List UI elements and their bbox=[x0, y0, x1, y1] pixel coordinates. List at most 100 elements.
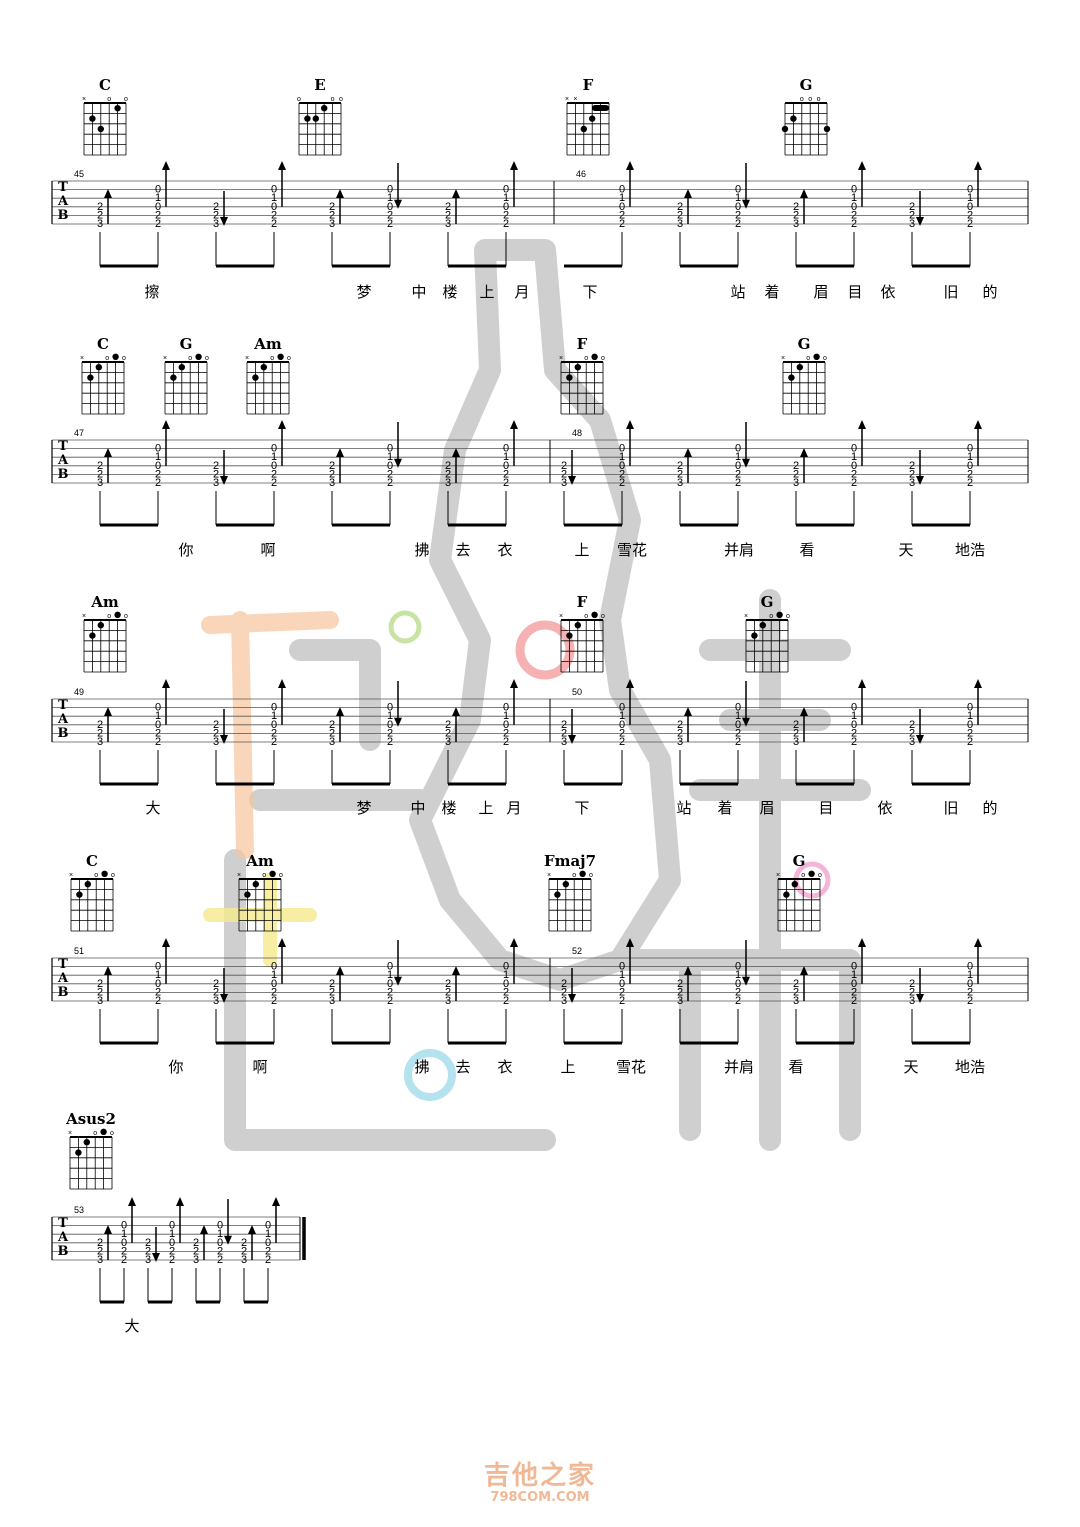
fret-number: 3 bbox=[793, 477, 799, 489]
fret-number: 2 bbox=[145, 1245, 151, 1257]
fret-number: 2 bbox=[967, 727, 973, 739]
fret-number: 0 bbox=[155, 702, 161, 714]
tab-clef-letter: A bbox=[57, 712, 69, 727]
arrowhead bbox=[272, 1197, 280, 1206]
string-marker: o bbox=[270, 355, 274, 362]
fret-number: 3 bbox=[213, 736, 219, 748]
fret-number: 2 bbox=[121, 1245, 127, 1257]
finger-dot bbox=[823, 125, 831, 133]
fret-number: 2 bbox=[561, 978, 567, 990]
finger-dot bbox=[87, 374, 94, 381]
fret-number: 2 bbox=[735, 995, 741, 1007]
fret-number: 1 bbox=[503, 192, 509, 204]
string-marker: × bbox=[69, 872, 73, 879]
chord-name-3: G bbox=[793, 852, 806, 870]
fret-number: 3 bbox=[213, 218, 219, 230]
lyric-syllable: 去 bbox=[455, 541, 470, 559]
fret-number: 0 bbox=[503, 978, 509, 990]
fret-number: 2 bbox=[155, 468, 161, 480]
fret-number: 0 bbox=[619, 443, 625, 455]
fret-number: 0 bbox=[619, 961, 625, 973]
lyric-syllable: 看 bbox=[799, 541, 814, 559]
arrowhead bbox=[684, 707, 692, 716]
fret-number: 2 bbox=[193, 1237, 199, 1249]
string-marker: o bbox=[800, 96, 804, 103]
string-marker: × bbox=[559, 613, 563, 620]
fret-number: 2 bbox=[851, 986, 857, 998]
arrowhead bbox=[510, 420, 518, 429]
fret-number: 0 bbox=[387, 460, 393, 472]
fret-number: 1 bbox=[155, 969, 161, 981]
arrowhead bbox=[800, 448, 808, 457]
fret-number: 2 bbox=[241, 1245, 247, 1257]
fret-number: 2 bbox=[387, 727, 393, 739]
fret-number: 2 bbox=[735, 218, 741, 230]
arrowhead bbox=[176, 1197, 184, 1206]
tab-clef-letter: B bbox=[58, 467, 69, 482]
fret-number: 2 bbox=[213, 986, 219, 998]
fret-number: 1 bbox=[265, 1228, 271, 1240]
fret-number: 0 bbox=[121, 1220, 127, 1232]
fret-number: 2 bbox=[271, 995, 277, 1007]
fret-number: 1 bbox=[387, 710, 393, 722]
finger-dot bbox=[89, 115, 96, 122]
finger-dot bbox=[101, 870, 108, 877]
arrowhead bbox=[742, 458, 750, 468]
fret-number: 0 bbox=[271, 443, 277, 455]
fret-number: 1 bbox=[851, 451, 857, 463]
fret-number: 2 bbox=[329, 727, 335, 739]
fret-number: 2 bbox=[851, 736, 857, 748]
string-marker: × bbox=[82, 96, 86, 103]
arrowhead bbox=[974, 679, 982, 688]
fret-number: 2 bbox=[329, 201, 335, 213]
arrowhead bbox=[278, 420, 286, 429]
fret-number: 1 bbox=[619, 451, 625, 463]
site-logo: 吉他之家 bbox=[483, 1461, 596, 1491]
fret-number: 0 bbox=[735, 702, 741, 714]
fret-number: 2 bbox=[387, 995, 393, 1007]
fret-number: 2 bbox=[97, 209, 103, 221]
lyric-syllable: 旧 bbox=[943, 283, 958, 301]
string-marker: o bbox=[584, 355, 588, 362]
lyric-syllable: 拂 bbox=[414, 1058, 429, 1076]
finger-dot bbox=[813, 353, 820, 360]
arrowhead bbox=[104, 966, 112, 975]
arrowhead bbox=[684, 448, 692, 457]
chord-diagram bbox=[566, 102, 610, 156]
fret-number: 0 bbox=[967, 184, 973, 196]
string-marker: × bbox=[559, 355, 563, 362]
fret-number: 1 bbox=[735, 969, 741, 981]
measure-number: 46 bbox=[576, 169, 586, 179]
fret-number: 3 bbox=[241, 1254, 247, 1266]
string-marker: o bbox=[262, 872, 266, 879]
arrowhead bbox=[858, 938, 866, 947]
fret-number: 2 bbox=[387, 209, 393, 221]
arrowhead bbox=[916, 217, 924, 226]
fret-number: 0 bbox=[851, 961, 857, 973]
fret-number: 0 bbox=[503, 961, 509, 973]
lyric-syllable: 月 bbox=[514, 283, 529, 301]
finger-dot bbox=[574, 364, 581, 371]
tab-clef-letter: A bbox=[57, 971, 69, 986]
fret-number: 2 bbox=[793, 209, 799, 221]
fret-number: 3 bbox=[793, 736, 799, 748]
fret-number: 0 bbox=[735, 719, 741, 731]
fret-number: 2 bbox=[445, 209, 451, 221]
fret-number: 0 bbox=[619, 702, 625, 714]
arrowhead bbox=[336, 707, 344, 716]
arrowhead bbox=[684, 189, 692, 198]
fret-number: 2 bbox=[735, 736, 741, 748]
chord-name-1: F bbox=[577, 593, 588, 611]
fret-number: 2 bbox=[97, 727, 103, 739]
string-marker: o bbox=[94, 872, 98, 879]
fret-number: 2 bbox=[169, 1245, 175, 1257]
lyric-syllable: 并肩 bbox=[724, 1058, 754, 1076]
fret-number: 2 bbox=[155, 986, 161, 998]
fret-number: 1 bbox=[271, 969, 277, 981]
lyric-syllable: 目 bbox=[847, 283, 862, 301]
lyric-syllable: 旧 bbox=[943, 799, 958, 817]
fret-number: 2 bbox=[97, 1237, 103, 1249]
finger-dot bbox=[574, 622, 581, 629]
fret-number: 2 bbox=[503, 727, 509, 739]
fret-number: 0 bbox=[503, 201, 509, 213]
